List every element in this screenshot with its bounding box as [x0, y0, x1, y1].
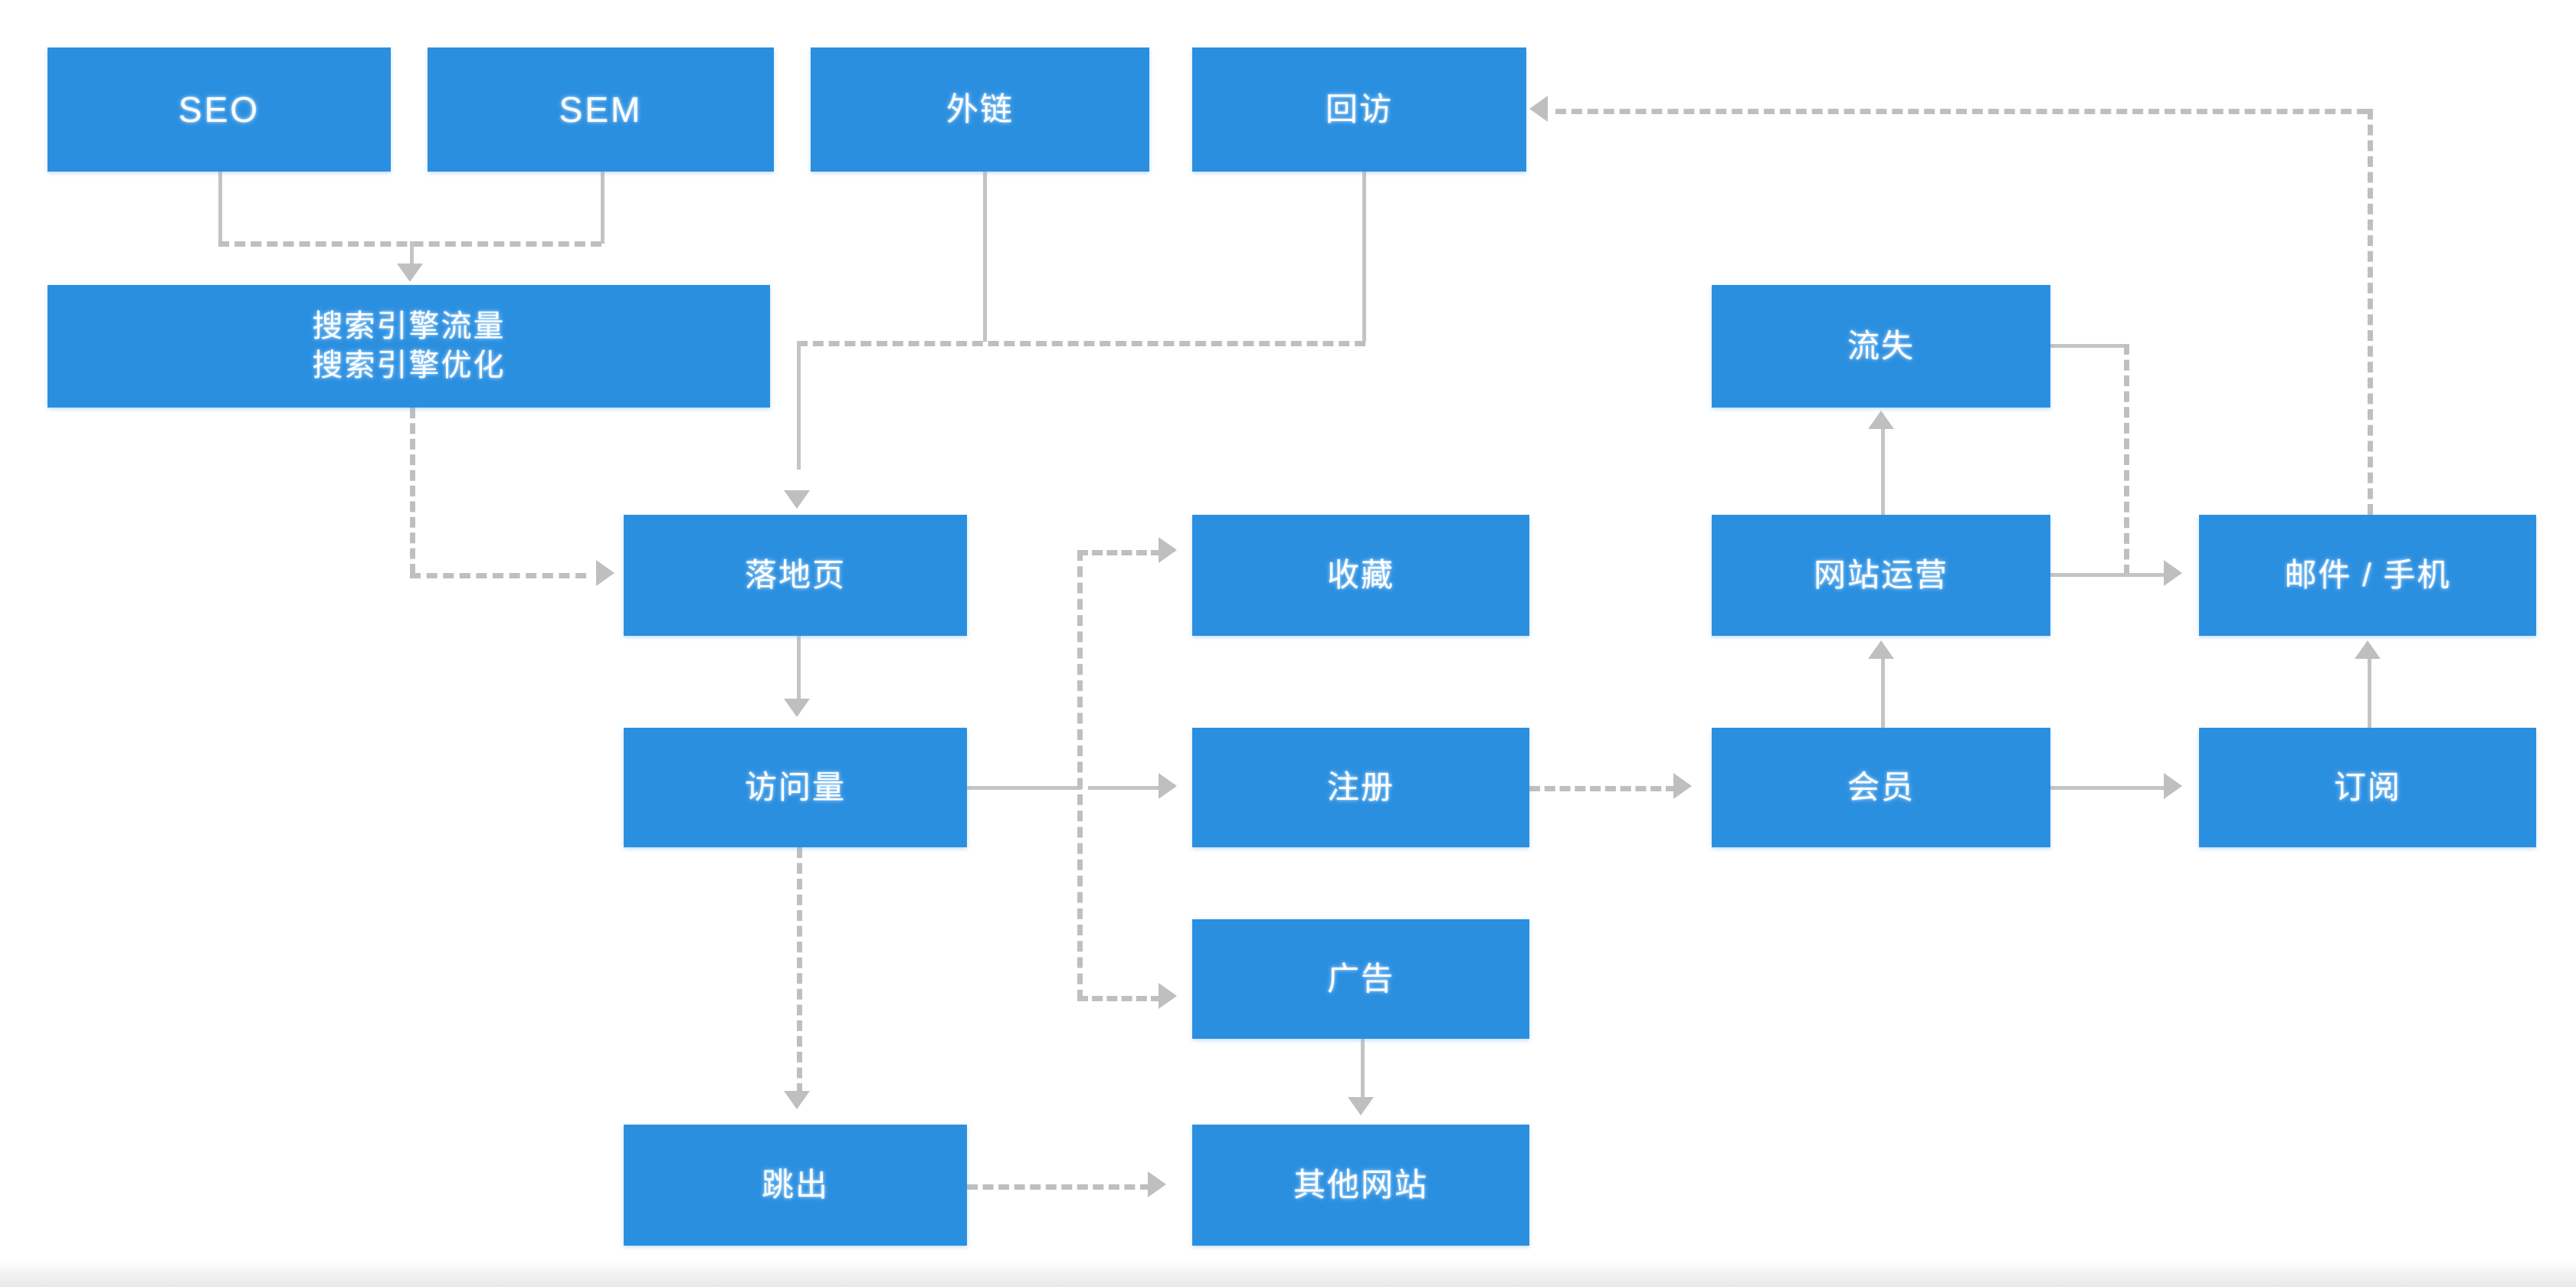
arrowhead-huiyuan-to-dingyue [2164, 773, 2182, 799]
arrowhead-to-zhuce [1159, 773, 1177, 799]
node-return-visit[interactable]: 回访 [1192, 47, 1526, 172]
node-email-mobile[interactable]: 邮件 / 手机 [2199, 515, 2536, 636]
node-site-operations[interactable]: 网站运营 [1712, 515, 2050, 636]
node-member[interactable]: 会员 [1712, 728, 2050, 847]
node-register[interactable]: 注册 [1192, 728, 1529, 847]
edge-fangwen-to-tiaochu [797, 847, 802, 1094]
node-return-visit-label: 回访 [1325, 91, 1393, 128]
edge-youjian-up [2368, 109, 2373, 515]
edge-wangzhan-to-liushi [1881, 429, 1885, 515]
edge-sousuo-down [410, 408, 415, 575]
edge-dingyue-to-youjian [2368, 657, 2371, 728]
node-register-label: 注册 [1326, 769, 1395, 806]
node-external-link-label: 外链 [946, 91, 1014, 128]
edge-trunk-to-guanggao [1077, 996, 1162, 1001]
arrowhead-luodiye-to-fangwen [784, 699, 810, 717]
arrowhead-to-shoucang [1159, 537, 1177, 563]
arrowhead-to-guanggao [1159, 983, 1177, 1009]
edge-wailian-huifang-bus [797, 341, 1365, 346]
arrowhead-dingyue-to-youjian [2355, 640, 2381, 659]
edge-youjian-to-huifang [1555, 109, 2368, 114]
node-landing-page[interactable]: 落地页 [624, 515, 967, 636]
node-landing-page-label: 落地页 [744, 557, 846, 594]
edge-huiyuan-to-dingyue [2050, 786, 2167, 790]
edge-fangwen-right [967, 786, 1082, 790]
edge-wailian-stub [983, 172, 987, 342]
node-external-link[interactable]: 外链 [811, 47, 1149, 172]
node-seo-label: SEO [178, 89, 261, 129]
arrowhead-wangzhan-to-liushi [1868, 411, 1894, 429]
arrowhead-guanggao-to-qita [1348, 1097, 1374, 1115]
edge-luodiye-to-fangwen [797, 636, 801, 702]
edge-trunk-to-zhuce [1088, 786, 1165, 790]
node-favorites[interactable]: 收藏 [1192, 515, 1529, 636]
arrowhead-tiaochu-to-qita [1148, 1171, 1166, 1197]
edge-seo-stub [218, 172, 222, 244]
node-subscribe[interactable]: 订阅 [2199, 728, 2536, 847]
node-bounce[interactable]: 跳出 [624, 1125, 967, 1246]
edge-guanggao-to-qita [1361, 1039, 1365, 1100]
node-site-operations-label: 网站运营 [1813, 557, 1948, 594]
edge-tiaochu-to-qita [967, 1184, 1151, 1190]
edge-bus-down-to-luodiye [797, 341, 801, 470]
node-email-mobile-label: 邮件 / 手机 [2284, 557, 2451, 594]
edge-to-sousuo-line [410, 241, 414, 266]
node-other-websites[interactable]: 其他网站 [1192, 1125, 1529, 1246]
edge-huifang-stub [1362, 172, 1366, 342]
node-search-engine-traffic-label: 搜索引擎流量 搜索引擎优化 [312, 309, 506, 382]
node-sem[interactable]: SEM [428, 47, 774, 172]
arrowhead-huiyuan-to-wangzhan [1868, 640, 1894, 659]
arrowhead-fangwen-to-tiaochu [784, 1091, 810, 1109]
edge-sem-stub [601, 172, 605, 244]
edge-wangzhan-to-youjian [2050, 573, 2167, 577]
edge-sousuo-right [410, 573, 586, 578]
edge-branch-trunk [1077, 550, 1083, 1000]
node-visits[interactable]: 访问量 [624, 728, 967, 847]
bottom-gradient-band [0, 1261, 2576, 1287]
arrowhead-to-youjian [2164, 560, 2182, 586]
edge-zhuce-to-huiyuan [1529, 786, 1676, 791]
node-advertising-label: 广告 [1326, 961, 1395, 997]
edge-huiyuan-to-wangzhan [1881, 657, 1885, 728]
arrowhead-sousuo-to-luodiye [596, 560, 615, 586]
arrowhead-to-huifang [1529, 96, 1548, 122]
arrowhead-bus-to-luodiye [784, 490, 810, 509]
arrowhead-zhuce-to-huiyuan [1673, 773, 1692, 799]
node-other-websites-label: 其他网站 [1293, 1167, 1428, 1203]
edge-liushi-down [2124, 344, 2129, 575]
node-seo[interactable]: SEO [48, 47, 391, 172]
arrowhead-to-sousuo [397, 264, 423, 282]
edge-liushi-right-stub [2050, 344, 2125, 348]
node-churn[interactable]: 流失 [1712, 285, 2050, 408]
node-churn-label: 流失 [1847, 328, 1915, 365]
node-sem-label: SEM [559, 89, 643, 129]
node-visits-label: 访问量 [744, 769, 846, 806]
node-bounce-label: 跳出 [761, 1167, 829, 1203]
edge-trunk-to-shoucang [1077, 550, 1162, 555]
node-advertising[interactable]: 广告 [1192, 919, 1529, 1039]
node-favorites-label: 收藏 [1326, 557, 1395, 594]
node-search-engine-traffic[interactable]: 搜索引擎流量 搜索引擎优化 [48, 285, 770, 408]
node-subscribe-label: 订阅 [2333, 769, 2401, 806]
node-member-label: 会员 [1847, 769, 1915, 806]
